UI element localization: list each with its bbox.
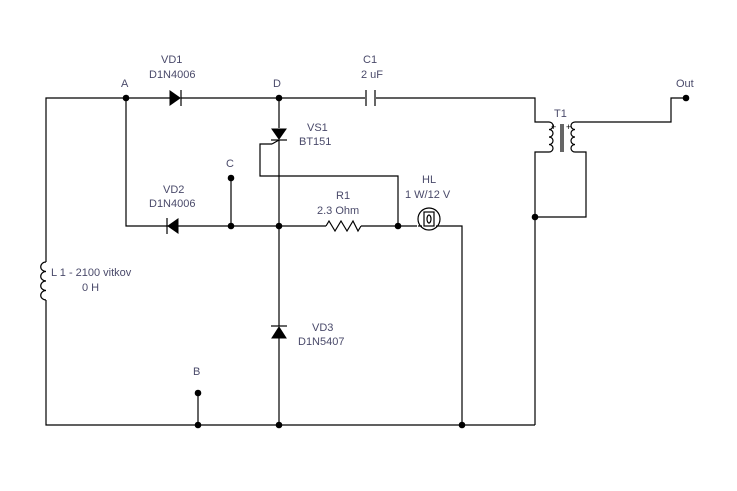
wire-vs1-gate [259,143,399,226]
junction-c-low [227,222,235,230]
junction-center [275,222,283,230]
vd3-value: D1N5407 [298,336,344,348]
junction-t1 [531,213,539,221]
c1-ref: C1 [363,54,377,66]
wire-c1-t1 [376,97,549,123]
diode-vd1 [169,90,182,106]
junction-d [275,94,283,102]
labels: A D C B Out VD1 D1N4006 VD2 D1N4006 VS1 … [51,54,694,378]
junction-bottom-center [275,421,283,429]
diode-vd2-body [167,218,179,234]
junction-b [194,389,202,397]
resistor-r1-zigzag [325,219,362,233]
lamp-hl-circle [417,207,441,231]
node-label-a: A [121,78,129,90]
wire-left-top [45,97,170,262]
lamp-hl-filament-box [423,211,435,227]
vd1-ref: VD1 [161,54,182,66]
inductor-l1 [40,261,47,301]
wire-bottom-rail [45,300,535,426]
l1-value: 0 H [82,282,99,294]
junction-gate [394,222,402,230]
diode-vd1-body [169,90,181,106]
vd1-value: D1N4006 [149,69,195,81]
capacitor-c1 [365,90,376,106]
thyristor-vs1 [271,128,287,145]
r1-ref: R1 [336,190,350,202]
c1-value: 2 uF [361,69,383,81]
hl-value: 1 W/12 V [405,189,451,201]
thyristor-vs1-gate-lead [271,139,280,145]
transformer-t1-pol-right: + [566,122,571,132]
wire-t1-left-lower [534,151,549,425]
inductor-l1-coil [40,261,47,301]
t1-ref: T1 [554,108,567,120]
junction-b-low [194,421,202,429]
junction-c [227,174,235,182]
wire-t1-out [575,97,686,123]
node-label-d: D [273,78,281,90]
diode-vd3 [271,325,287,339]
junction-bottom-right [458,421,466,429]
diode-vd3-body [271,326,287,339]
transformer-t1: + + [548,121,576,153]
vs1-value: BT151 [299,136,331,148]
hl-ref: HL [422,174,436,186]
junction-a [122,94,130,102]
wire-a-vd2 [125,98,168,227]
lamp-hl-filament [426,214,432,224]
wires [45,97,686,426]
r1-value: 2.3 Ohm [317,205,359,217]
vd3-ref: VD3 [312,322,333,334]
wire-t1-right-lower [535,151,587,218]
transformer-t1-secondary [570,121,576,153]
node-label-b: B [193,366,200,378]
transformer-t1-pol-left: + [551,122,556,132]
vs1-ref: VS1 [307,122,328,134]
node-label-out: Out [676,78,694,90]
transformer-t1-primary [548,121,554,153]
vd2-value: D1N4006 [149,198,195,210]
l1-ref: L 1 - 2100 vitkov [51,267,132,279]
lamp-hl [417,207,441,231]
resistor-r1 [325,219,362,233]
diode-vd2 [166,218,179,234]
junction-dots [122,94,690,429]
wire-hl-right [441,225,463,425]
vd2-ref: VD2 [163,184,184,196]
thyristor-vs1-body [271,128,287,140]
junction-out [682,94,690,102]
node-label-c: C [226,158,234,170]
